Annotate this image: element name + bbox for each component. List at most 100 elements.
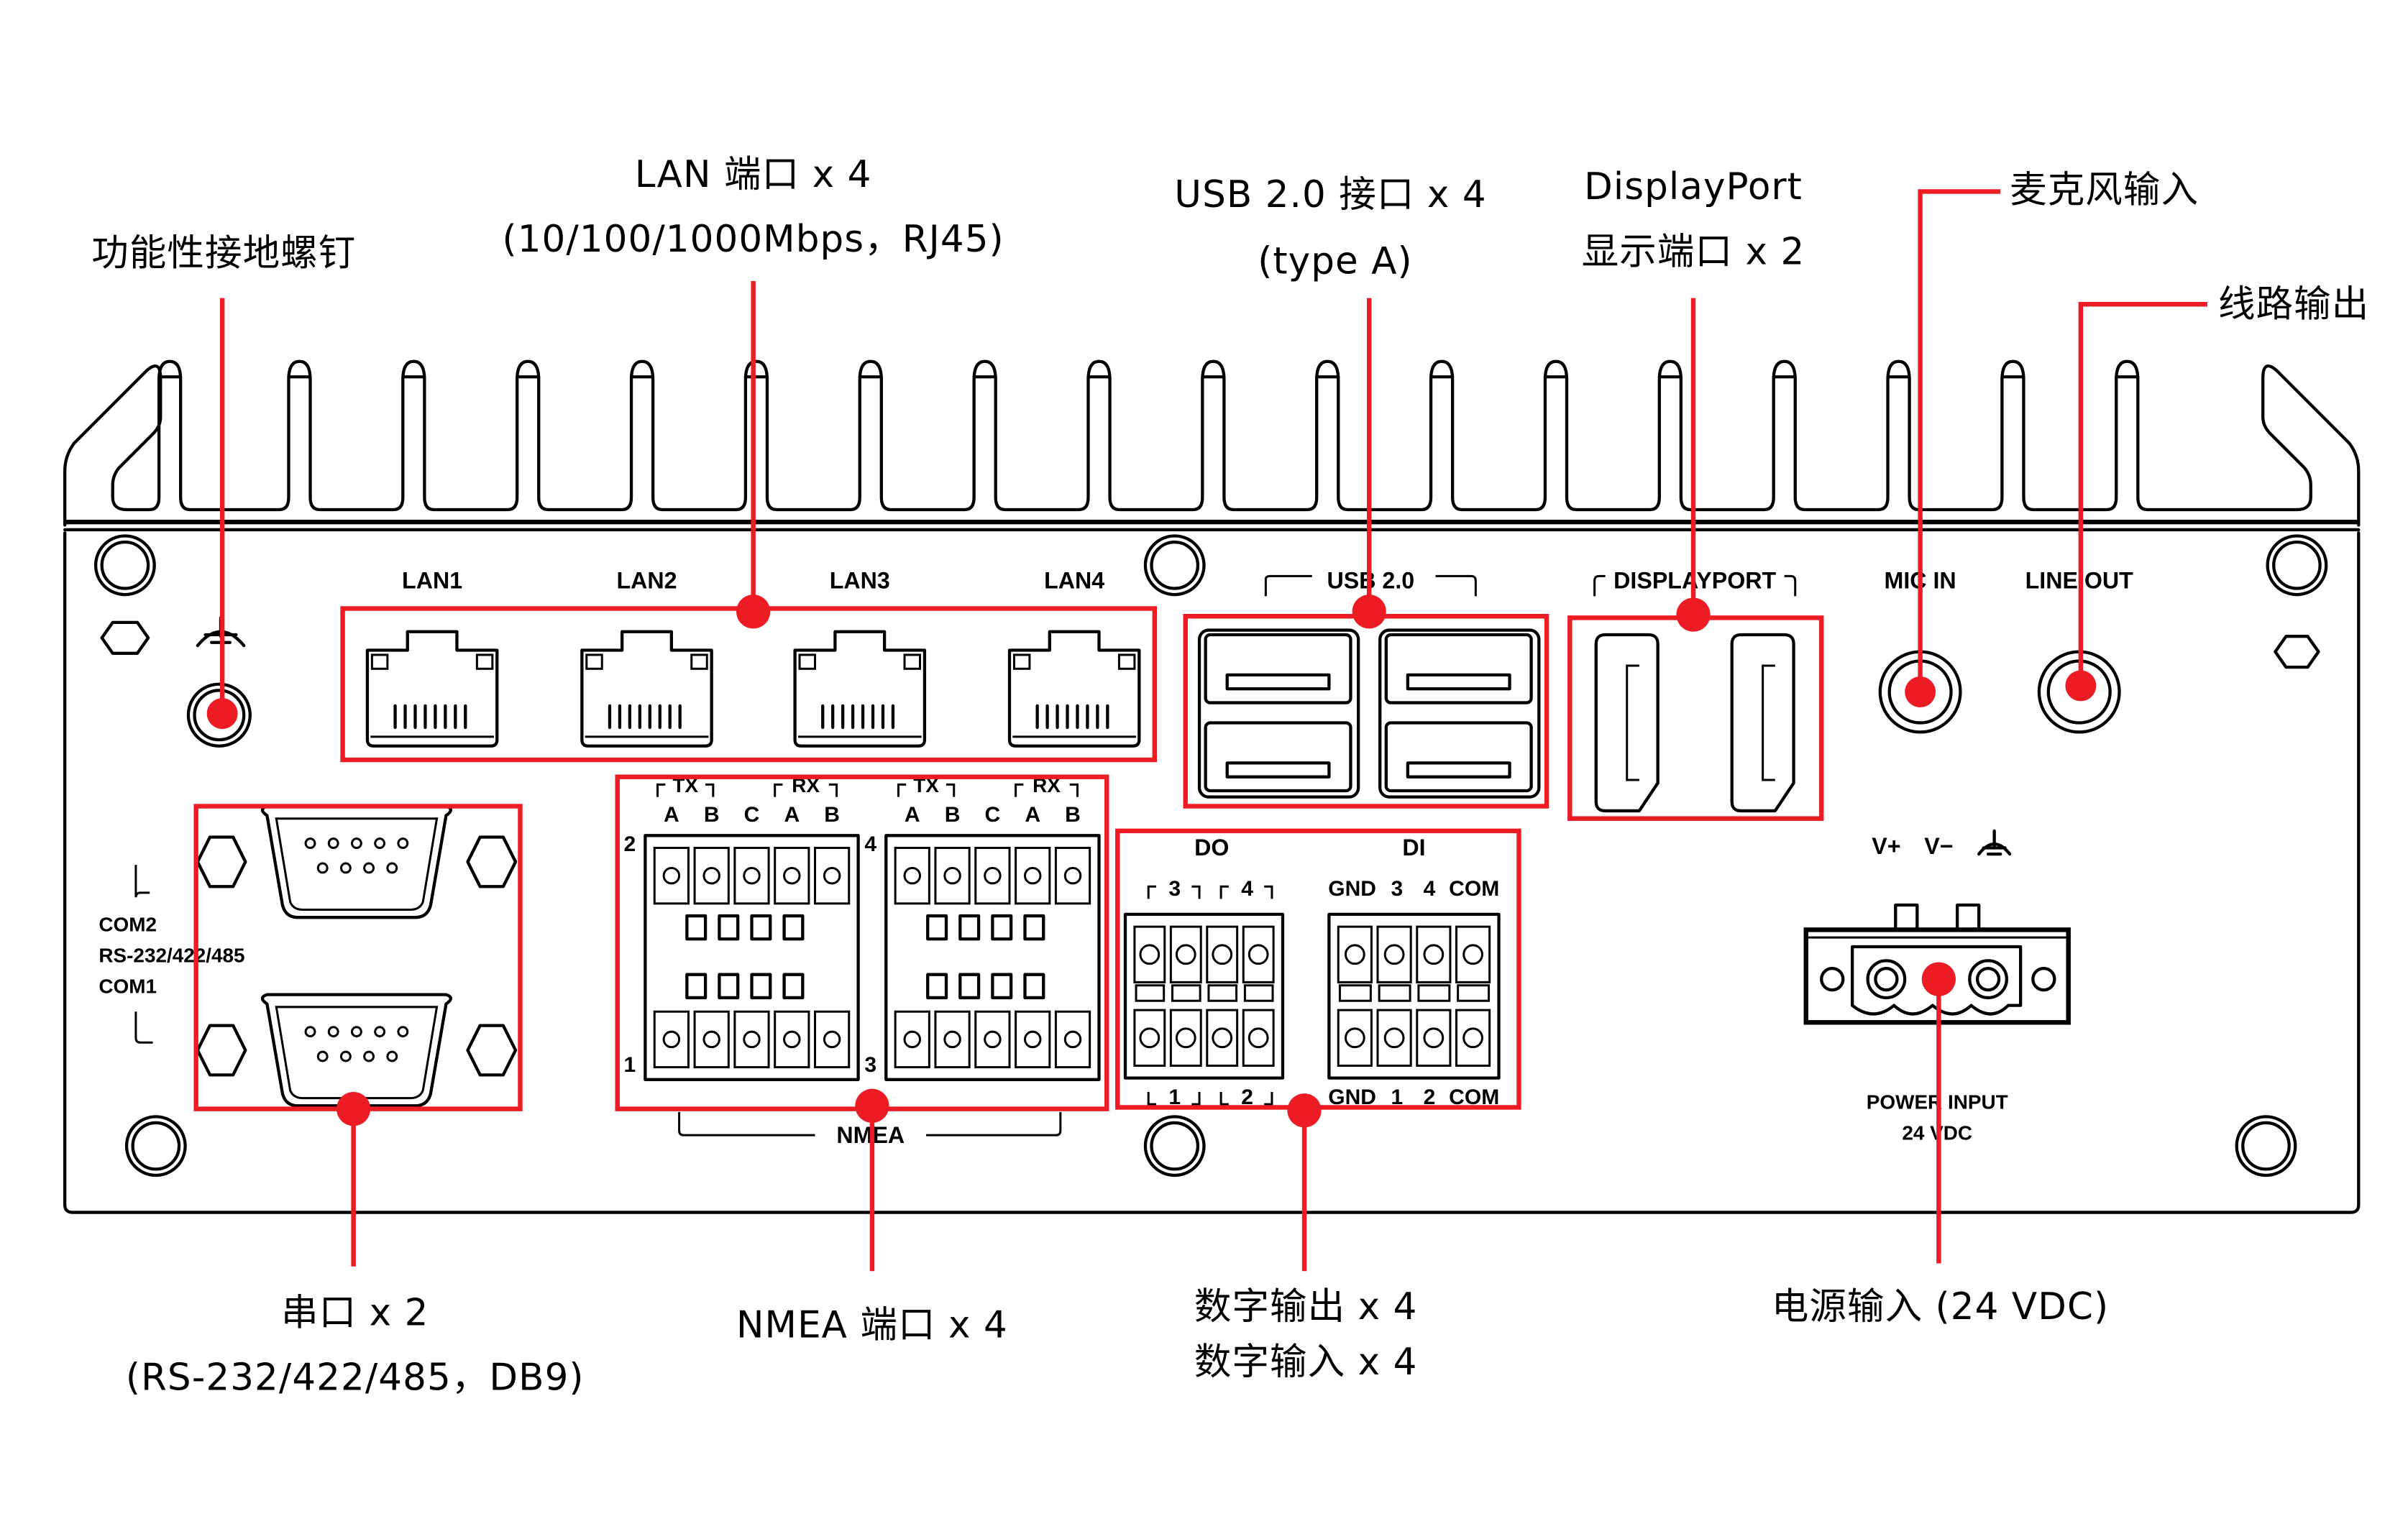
callout-digital-input: 数字输入 x 4 [1194, 1341, 1418, 1384]
callout-usb-title: USB 2.0 接口 x 4 [1174, 173, 1486, 216]
usb-port-2[interactable] [1204, 721, 1352, 793]
di-pin-label: 3 [1391, 877, 1403, 901]
displayport-1[interactable] [1594, 633, 1659, 813]
lan-port-1[interactable] [365, 630, 499, 748]
power-vminus-label: V− [1924, 833, 1953, 859]
callout-lan-spec: (10/100/1000Mbps，RJ45) [503, 218, 1004, 261]
callout-lan-title: LAN 端口 x 4 [635, 153, 872, 196]
fin-profile [124, 359, 2299, 512]
usb-port-1[interactable] [1204, 633, 1352, 704]
do-pin-label: 1 [1168, 1085, 1181, 1109]
db9-port-com2[interactable] [260, 804, 452, 919]
hex-nut-icon [466, 835, 518, 889]
hex-nut-icon [466, 1024, 518, 1077]
nmea-pin-label: A [1025, 803, 1040, 827]
callout-serial-spec: (RS-232/422/485，DB9) [126, 1356, 585, 1400]
nmea-port-1-label: 1 [624, 1053, 636, 1077]
nmea-port-3-label: 3 [864, 1053, 876, 1077]
do-pin-label: 2 [1241, 1085, 1253, 1109]
ground-screw[interactable] [186, 682, 252, 748]
hex-nut-icon [100, 620, 150, 655]
do-label: DO [1194, 835, 1229, 860]
callout-usb-type: (type A) [1258, 239, 1412, 283]
screw-icon [2266, 534, 2328, 597]
di-pin-label: GND [1328, 877, 1376, 901]
displayport-ports [1594, 633, 1795, 813]
nmea-pin-label: A [664, 803, 679, 827]
di-label: DI [1402, 835, 1425, 860]
hex-nut-icon [196, 835, 247, 889]
nmea-pin-label: C [985, 803, 1001, 827]
nmea-pin-label: C [744, 803, 760, 827]
nmea-pin-label: B [824, 803, 840, 827]
di-pin-label: 4 [1424, 877, 1436, 901]
di-pin-label: 1 [1391, 1085, 1403, 1109]
mounting-screws [93, 534, 2328, 1177]
do-pin-label: 3 [1168, 877, 1181, 901]
com1-label: COM1 [99, 975, 157, 997]
lan-port-2[interactable] [580, 630, 713, 748]
hex-nut-icon [196, 1024, 247, 1077]
lan-port-4[interactable] [1007, 630, 1141, 748]
usb-stack-frame [1378, 628, 1541, 799]
screw-icon [1143, 534, 1206, 597]
callout-mic-in: 麦克风输入 [2010, 168, 2199, 211]
usb-stack-frame [1197, 628, 1360, 799]
displayport-2[interactable] [1730, 633, 1795, 813]
nmea-pin-label: B [1065, 803, 1081, 827]
callout-power: 电源输入 (24 VDC) [1772, 1285, 2109, 1328]
com-standard-label: RS-232/422/485 [99, 944, 244, 966]
di-terminal-block[interactable] [1327, 912, 1501, 1080]
db9-ports [196, 804, 518, 1108]
nmea-port-4-label: 4 [864, 832, 876, 856]
leader-dots [206, 594, 2097, 1128]
usb-port-3[interactable] [1384, 633, 1533, 704]
callout-digital-output: 数字输出 x 4 [1194, 1285, 1418, 1328]
lan4-label: LAN4 [1044, 568, 1104, 594]
heatsink [63, 359, 2361, 532]
callout-serial-title: 串口 x 2 [281, 1291, 429, 1334]
do-terminal-block[interactable] [1123, 912, 1285, 1080]
callout-line-out: 线路输出 [2218, 283, 2369, 326]
screw-icon [124, 1115, 187, 1177]
front-panel [63, 531, 2361, 1214]
com2-label: COM2 [99, 914, 157, 936]
nmea-terminal-block-left[interactable] [644, 834, 860, 1081]
screw-icon [2235, 1115, 2297, 1177]
nmea-pin-label: A [905, 803, 920, 827]
screw-icon [1143, 1115, 1206, 1177]
power-connector[interactable] [1803, 903, 2071, 1025]
nmea-pin-label: A [784, 803, 800, 827]
lan-port-3[interactable] [793, 630, 927, 748]
usb-ports [1197, 628, 1541, 799]
nmea-port-2-label: 2 [624, 832, 636, 856]
power-ground-icon [1977, 829, 2012, 856]
callout-displayport-title: DisplayPort [1584, 165, 1803, 208]
callout-ground-screw: 功能性接地螺钉 [91, 232, 356, 275]
lan2-label: LAN2 [616, 568, 677, 594]
power-vplus-label: V+ [1872, 833, 1900, 859]
lan3-label: LAN3 [830, 568, 890, 594]
screw-icon [93, 534, 156, 597]
lan1-label: LAN1 [402, 568, 462, 594]
di-pin-label: COM [1449, 877, 1499, 901]
do-pin-label: 4 [1241, 877, 1253, 901]
db9-port-com1[interactable] [260, 993, 452, 1108]
nmea-pin-label: B [704, 803, 720, 827]
nmea-pin-label: B [945, 803, 961, 827]
callout-nmea: NMEA 端口 x 4 [736, 1304, 1008, 1347]
callout-displayport-count: 显示端口 x 2 [1582, 230, 1805, 273]
leader-lines [219, 189, 2207, 1272]
hex-nut-icon [2274, 635, 2320, 669]
nmea-terminal-block-right[interactable] [884, 834, 1101, 1081]
di-pin-label: 2 [1424, 1085, 1436, 1109]
displayport-highlight-box [1567, 615, 1824, 821]
heatsink-fins [124, 359, 2299, 512]
usb-port-4[interactable] [1384, 721, 1533, 793]
lan-ports [365, 630, 1141, 748]
